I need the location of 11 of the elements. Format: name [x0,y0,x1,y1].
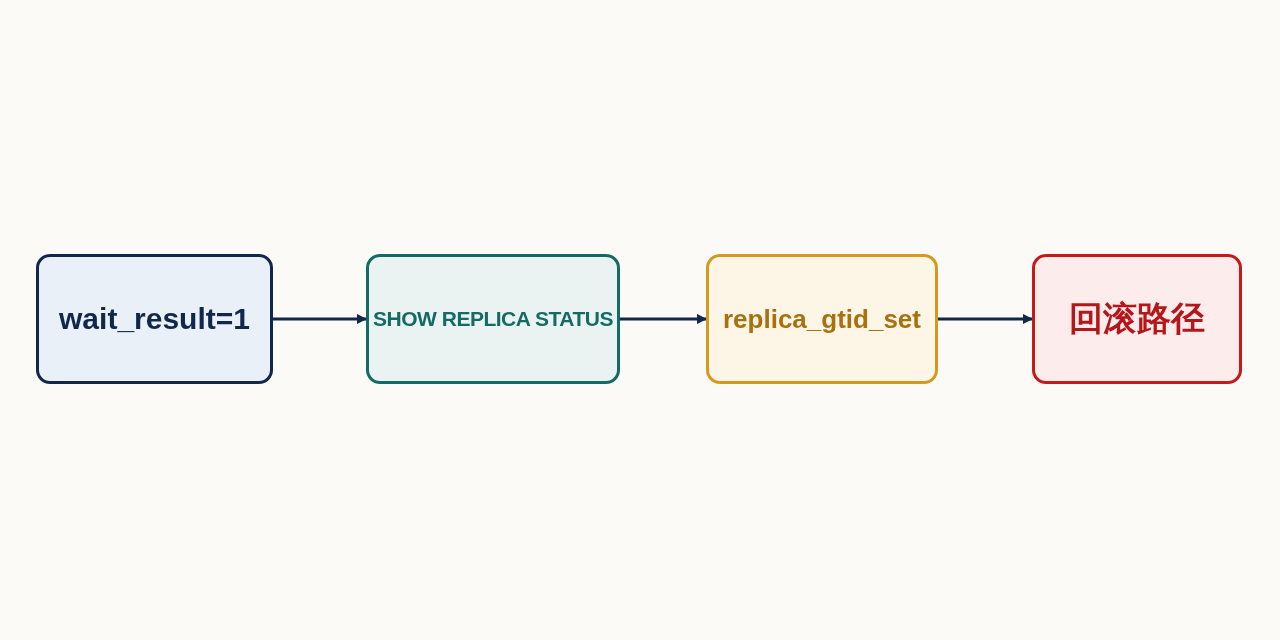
arrow [938,314,1033,324]
box-label: SHOW REPLICA STATUS [373,307,613,331]
arrow [620,314,707,324]
box-label: replica_gtid_set [723,303,921,335]
process-box [1032,254,1242,384]
process-box [366,254,620,384]
process-box [36,254,273,384]
arrow [273,314,367,324]
box-label: 回滚路径 [1069,298,1205,339]
box-label: wait_result=1 [59,302,250,336]
process-box [706,254,938,384]
